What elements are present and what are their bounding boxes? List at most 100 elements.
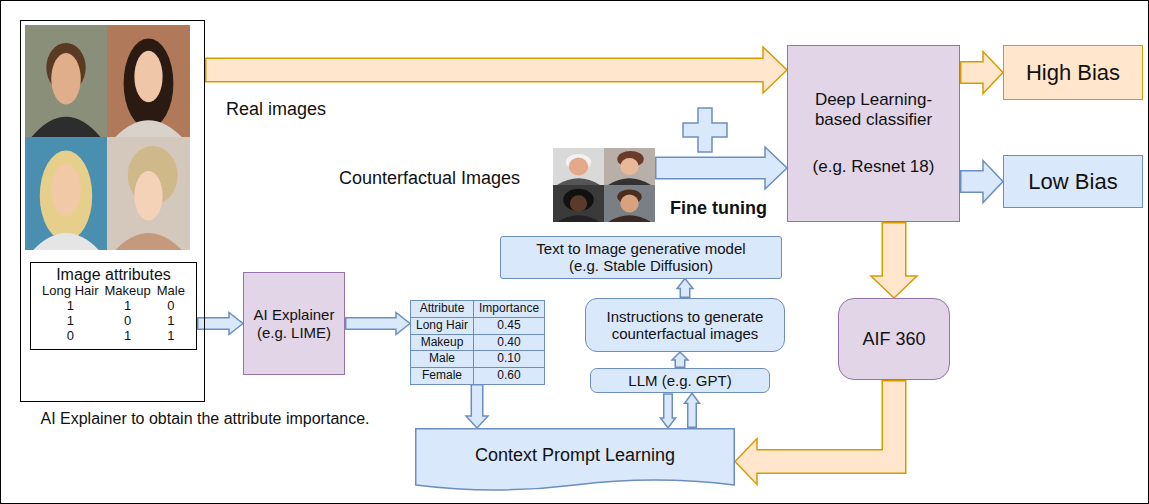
photo-hair: [40, 151, 92, 241]
block-arrow: [960, 161, 1003, 203]
table-cell: 0.45: [473, 317, 545, 335]
arrow-body: [665, 395, 672, 421]
photo-face: [134, 51, 162, 103]
table-cell: 1: [42, 299, 98, 314]
table-cell: 1: [42, 314, 98, 329]
photo-body: [33, 233, 99, 250]
image-group-label: Counterfactual Images: [339, 168, 520, 189]
table-cell: Female: [410, 367, 474, 385]
label-holder: Counterfactual Images: [339, 168, 520, 189]
block-arrow: [735, 380, 894, 485]
table-cell: Male: [157, 284, 185, 299]
photo-face: [569, 158, 588, 176]
node-label: (e.g. Resnet 18): [813, 157, 935, 177]
photo-tile: [604, 185, 655, 222]
block-arrow: [655, 147, 787, 189]
block-arrow: [205, 47, 787, 93]
photo-background: [553, 185, 604, 222]
block-arrow: [871, 222, 917, 298]
block-arrow: [960, 52, 1003, 94]
block-arrow: [197, 313, 243, 335]
photo-background: [604, 148, 655, 185]
table-cell: 0.60: [473, 367, 545, 385]
photo-hair: [563, 189, 594, 211]
photo-body: [608, 178, 651, 185]
table-cell: Makeup: [410, 334, 474, 352]
table-grid: Long HairMakeupMale110101011: [42, 284, 185, 344]
table-cell: Male: [410, 350, 474, 368]
photo-body: [115, 120, 181, 137]
process-box: Text to Image generative model (e.g. Sta…: [500, 236, 782, 279]
photo-tile: [107, 25, 190, 137]
photo-body: [557, 178, 600, 185]
arrow-body: [962, 172, 986, 192]
table-cell: Long Hair: [42, 284, 98, 299]
arrow-body: [472, 385, 482, 418]
photo-hair: [124, 38, 174, 128]
table-cell: 0: [42, 329, 98, 344]
photo-background: [107, 25, 190, 137]
photo-body: [608, 215, 651, 222]
label-holder: Fine tuning: [668, 198, 769, 219]
photo-tile: [25, 137, 107, 250]
photo-background: [553, 148, 604, 185]
table-cell: Long Hair: [410, 317, 474, 335]
process-box: LLM (e.g. GPT): [590, 368, 770, 393]
node-label: Deep Learning-based classifier: [806, 90, 942, 129]
image-group-label: Real images: [226, 99, 326, 120]
node-label: Instructions to generate counterfactual …: [593, 308, 777, 343]
arrow-outline: [757, 380, 894, 462]
process-box: Instructions to generate counterfactual …: [585, 298, 785, 352]
photo-background: [25, 137, 107, 250]
arrow-body: [689, 401, 696, 427]
arrow-head: [735, 439, 757, 485]
process-box: AIF 360: [838, 298, 950, 380]
label-holder: Real images: [226, 99, 326, 120]
table-cell: 0: [157, 299, 185, 314]
block-arrow: [661, 393, 676, 428]
image-panel: Real imagesImage attributesLong HairMake…: [20, 20, 205, 402]
photo-face: [620, 158, 638, 175]
photo-background: [604, 185, 655, 222]
arrow-body: [883, 224, 905, 279]
photo-tile: [604, 148, 655, 185]
arrow-body: [755, 382, 895, 462]
table-cell: 1: [157, 314, 185, 329]
arrow-body: [657, 158, 768, 178]
node-label: AI Explainer (e.g. LIME): [251, 306, 337, 341]
photo-tile: [107, 137, 190, 250]
photo-face: [51, 164, 81, 216]
result-box: Low Bias: [1003, 155, 1143, 208]
photo-face: [51, 53, 81, 105]
block-arrow: [677, 279, 693, 299]
arrow-body: [207, 59, 766, 81]
photo-face: [570, 195, 587, 211]
document-shape: Context Prompt Learning: [415, 428, 735, 495]
process-box: Deep Learning-based classifier (e.g. Resn…: [787, 45, 960, 222]
arrow-head: [765, 147, 787, 189]
table-cell: 0.40: [473, 334, 545, 352]
photo-background: [107, 137, 190, 250]
photo-body: [557, 215, 600, 222]
table-cell: Makeup: [104, 284, 150, 299]
arrow-body: [962, 63, 986, 83]
block-arrow: [345, 313, 410, 335]
node-label: AIF 360: [862, 329, 925, 350]
arrow-body: [347, 319, 399, 329]
arrow-head: [763, 47, 787, 93]
block-arrow: [672, 352, 688, 368]
photo-face: [620, 195, 638, 213]
block-arrow: [466, 384, 488, 428]
importance-table: AttributeImportanceLong Hair0.45Makeup0.…: [410, 300, 544, 384]
arrow-head: [983, 161, 1003, 203]
node-label: Text to Image generative model (e.g. Sta…: [526, 240, 756, 275]
photo-face: [134, 171, 162, 221]
block-arrow: [685, 393, 700, 428]
table-cell: 1: [104, 329, 150, 344]
photo-body: [32, 117, 101, 137]
table-cell: 0: [104, 314, 150, 329]
node-label: Context Prompt Learning: [475, 445, 675, 466]
photo-tile: [25, 25, 107, 137]
